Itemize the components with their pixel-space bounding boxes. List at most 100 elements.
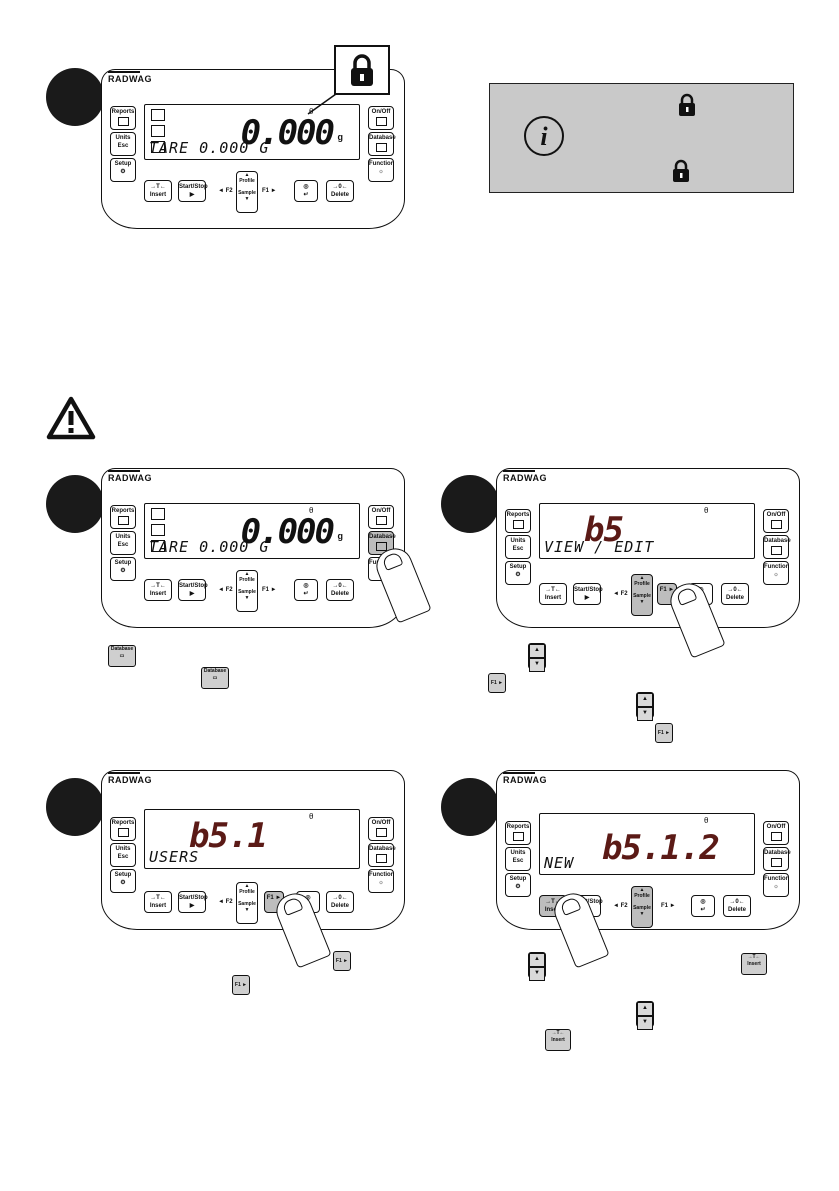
radwag-logo: RADWAG: [108, 470, 152, 483]
database-key[interactable]: Database: [763, 535, 791, 559]
reports-key[interactable]: Reports: [505, 509, 531, 533]
info-box: i: [489, 83, 794, 193]
enter-key[interactable]: ◎↵: [691, 895, 715, 917]
onoff-key[interactable]: On/Off: [368, 106, 394, 130]
zero-delete-key[interactable]: →0←Delete: [721, 583, 749, 605]
f1-label[interactable]: F1 ►: [262, 587, 277, 593]
database-key[interactable]: Database: [368, 843, 396, 867]
gear-icon: ⚙: [515, 884, 521, 890]
reports-key[interactable]: Reports: [110, 505, 136, 529]
lcd-icon: [151, 125, 165, 137]
database-key[interactable]: Database: [763, 847, 791, 871]
function-key[interactable]: Function☼: [368, 158, 394, 182]
lcd-icon: [151, 141, 165, 153]
startstop-key[interactable]: Start/Stop▶: [178, 891, 208, 913]
startstop-key[interactable]: Start/Stop▶: [573, 583, 603, 605]
tare-insert-key[interactable]: →T←Insert: [144, 579, 172, 601]
f2-label[interactable]: ◄ F2: [613, 591, 628, 597]
f2-label[interactable]: ◄ F2: [218, 188, 233, 194]
zero-delete-key[interactable]: →0←Delete: [723, 895, 751, 917]
lcd-line2: USERS: [149, 848, 200, 866]
inline-updown-key: ▲▼: [528, 952, 546, 981]
tare-insert-key[interactable]: →T←Insert: [539, 583, 567, 605]
gear-icon: ⚙: [120, 568, 126, 574]
f1-label[interactable]: F1 ►: [262, 188, 277, 194]
document-icon: [512, 832, 524, 841]
document-icon: [512, 520, 524, 529]
step-marker: [441, 475, 499, 533]
lcd-icon: [151, 109, 165, 121]
inline-database-key: Database▭: [201, 667, 229, 689]
inline-f1-key: F1 ►: [488, 673, 506, 693]
f2-label[interactable]: ◄ F2: [218, 587, 233, 593]
lcd-line2: NEW: [544, 854, 575, 872]
reports-key[interactable]: Reports: [110, 106, 136, 130]
setup-key[interactable]: Setup⚙: [505, 561, 531, 585]
startstop-key[interactable]: Start/Stop▶: [178, 180, 208, 202]
power-icon: [375, 516, 387, 525]
database-icon: [770, 858, 782, 867]
radwag-logo: RADWAG: [503, 772, 547, 785]
function-key[interactable]: Function☼: [763, 561, 789, 585]
enter-key[interactable]: ◎↵: [294, 579, 318, 601]
radwag-logo: RADWAG: [503, 470, 547, 483]
inline-f1-key: F1 ►: [333, 951, 351, 971]
f2-label[interactable]: ◄ F2: [613, 903, 628, 909]
function-icon: ☼: [378, 880, 384, 886]
inline-updown-key: ▲▼: [636, 692, 654, 721]
inline-database-key: Database▭: [108, 645, 136, 667]
warning-icon: [46, 396, 96, 440]
onoff-key[interactable]: On/Off: [368, 505, 394, 529]
enter-key[interactable]: ◎↵: [294, 180, 318, 202]
gear-icon: ⚙: [120, 169, 126, 175]
svg-text:i: i: [540, 122, 548, 151]
setup-key[interactable]: Setup⚙: [110, 158, 136, 182]
function-key[interactable]: Function☼: [368, 869, 394, 893]
onoff-key[interactable]: On/Off: [763, 509, 789, 533]
lcd-unit: g: [337, 531, 344, 541]
power-icon: [375, 828, 387, 837]
lcd-line2: TARE 0.000 G: [149, 139, 270, 157]
database-key[interactable]: Database: [368, 132, 396, 156]
reports-key[interactable]: Reports: [505, 821, 531, 845]
function-key[interactable]: Function☼: [763, 873, 789, 897]
startstop-key[interactable]: Start/Stop▶: [178, 579, 208, 601]
setup-key[interactable]: Setup⚙: [110, 557, 136, 581]
database-icon: [375, 143, 387, 152]
zero-delete-key[interactable]: →0←Delete: [326, 891, 354, 913]
step-marker: [46, 778, 104, 836]
onoff-key[interactable]: On/Off: [368, 817, 394, 841]
lcd-line2: TARE 0.000 G: [149, 538, 270, 556]
setup-key[interactable]: Setup⚙: [110, 869, 136, 893]
reports-key[interactable]: Reports: [110, 817, 136, 841]
inline-f1-key: F1 ►: [655, 723, 673, 743]
gear-icon: ⚙: [120, 880, 126, 886]
step-marker: [46, 68, 104, 126]
f2-label[interactable]: ◄ F2: [218, 899, 233, 905]
tare-insert-key[interactable]: →T←Insert: [144, 180, 172, 202]
zero-delete-key[interactable]: →0←Delete: [326, 579, 354, 601]
f1-label[interactable]: F1 ►: [661, 903, 676, 909]
zero-delete-key[interactable]: →0←Delete: [326, 180, 354, 202]
onoff-key[interactable]: On/Off: [763, 821, 789, 845]
inline-tare-insert-key: →T←Insert: [545, 1029, 571, 1051]
step-marker: [441, 778, 499, 836]
padlock-icon: [351, 54, 373, 86]
lcd-line2: VIEW / EDIT: [544, 538, 655, 556]
lcd-icon: [151, 508, 165, 520]
tare-insert-key[interactable]: →T←Insert: [144, 891, 172, 913]
lcd-display: θ b5.1.2 NEW: [539, 813, 755, 875]
document-icon: [117, 516, 129, 525]
setup-key[interactable]: Setup⚙: [505, 873, 531, 897]
